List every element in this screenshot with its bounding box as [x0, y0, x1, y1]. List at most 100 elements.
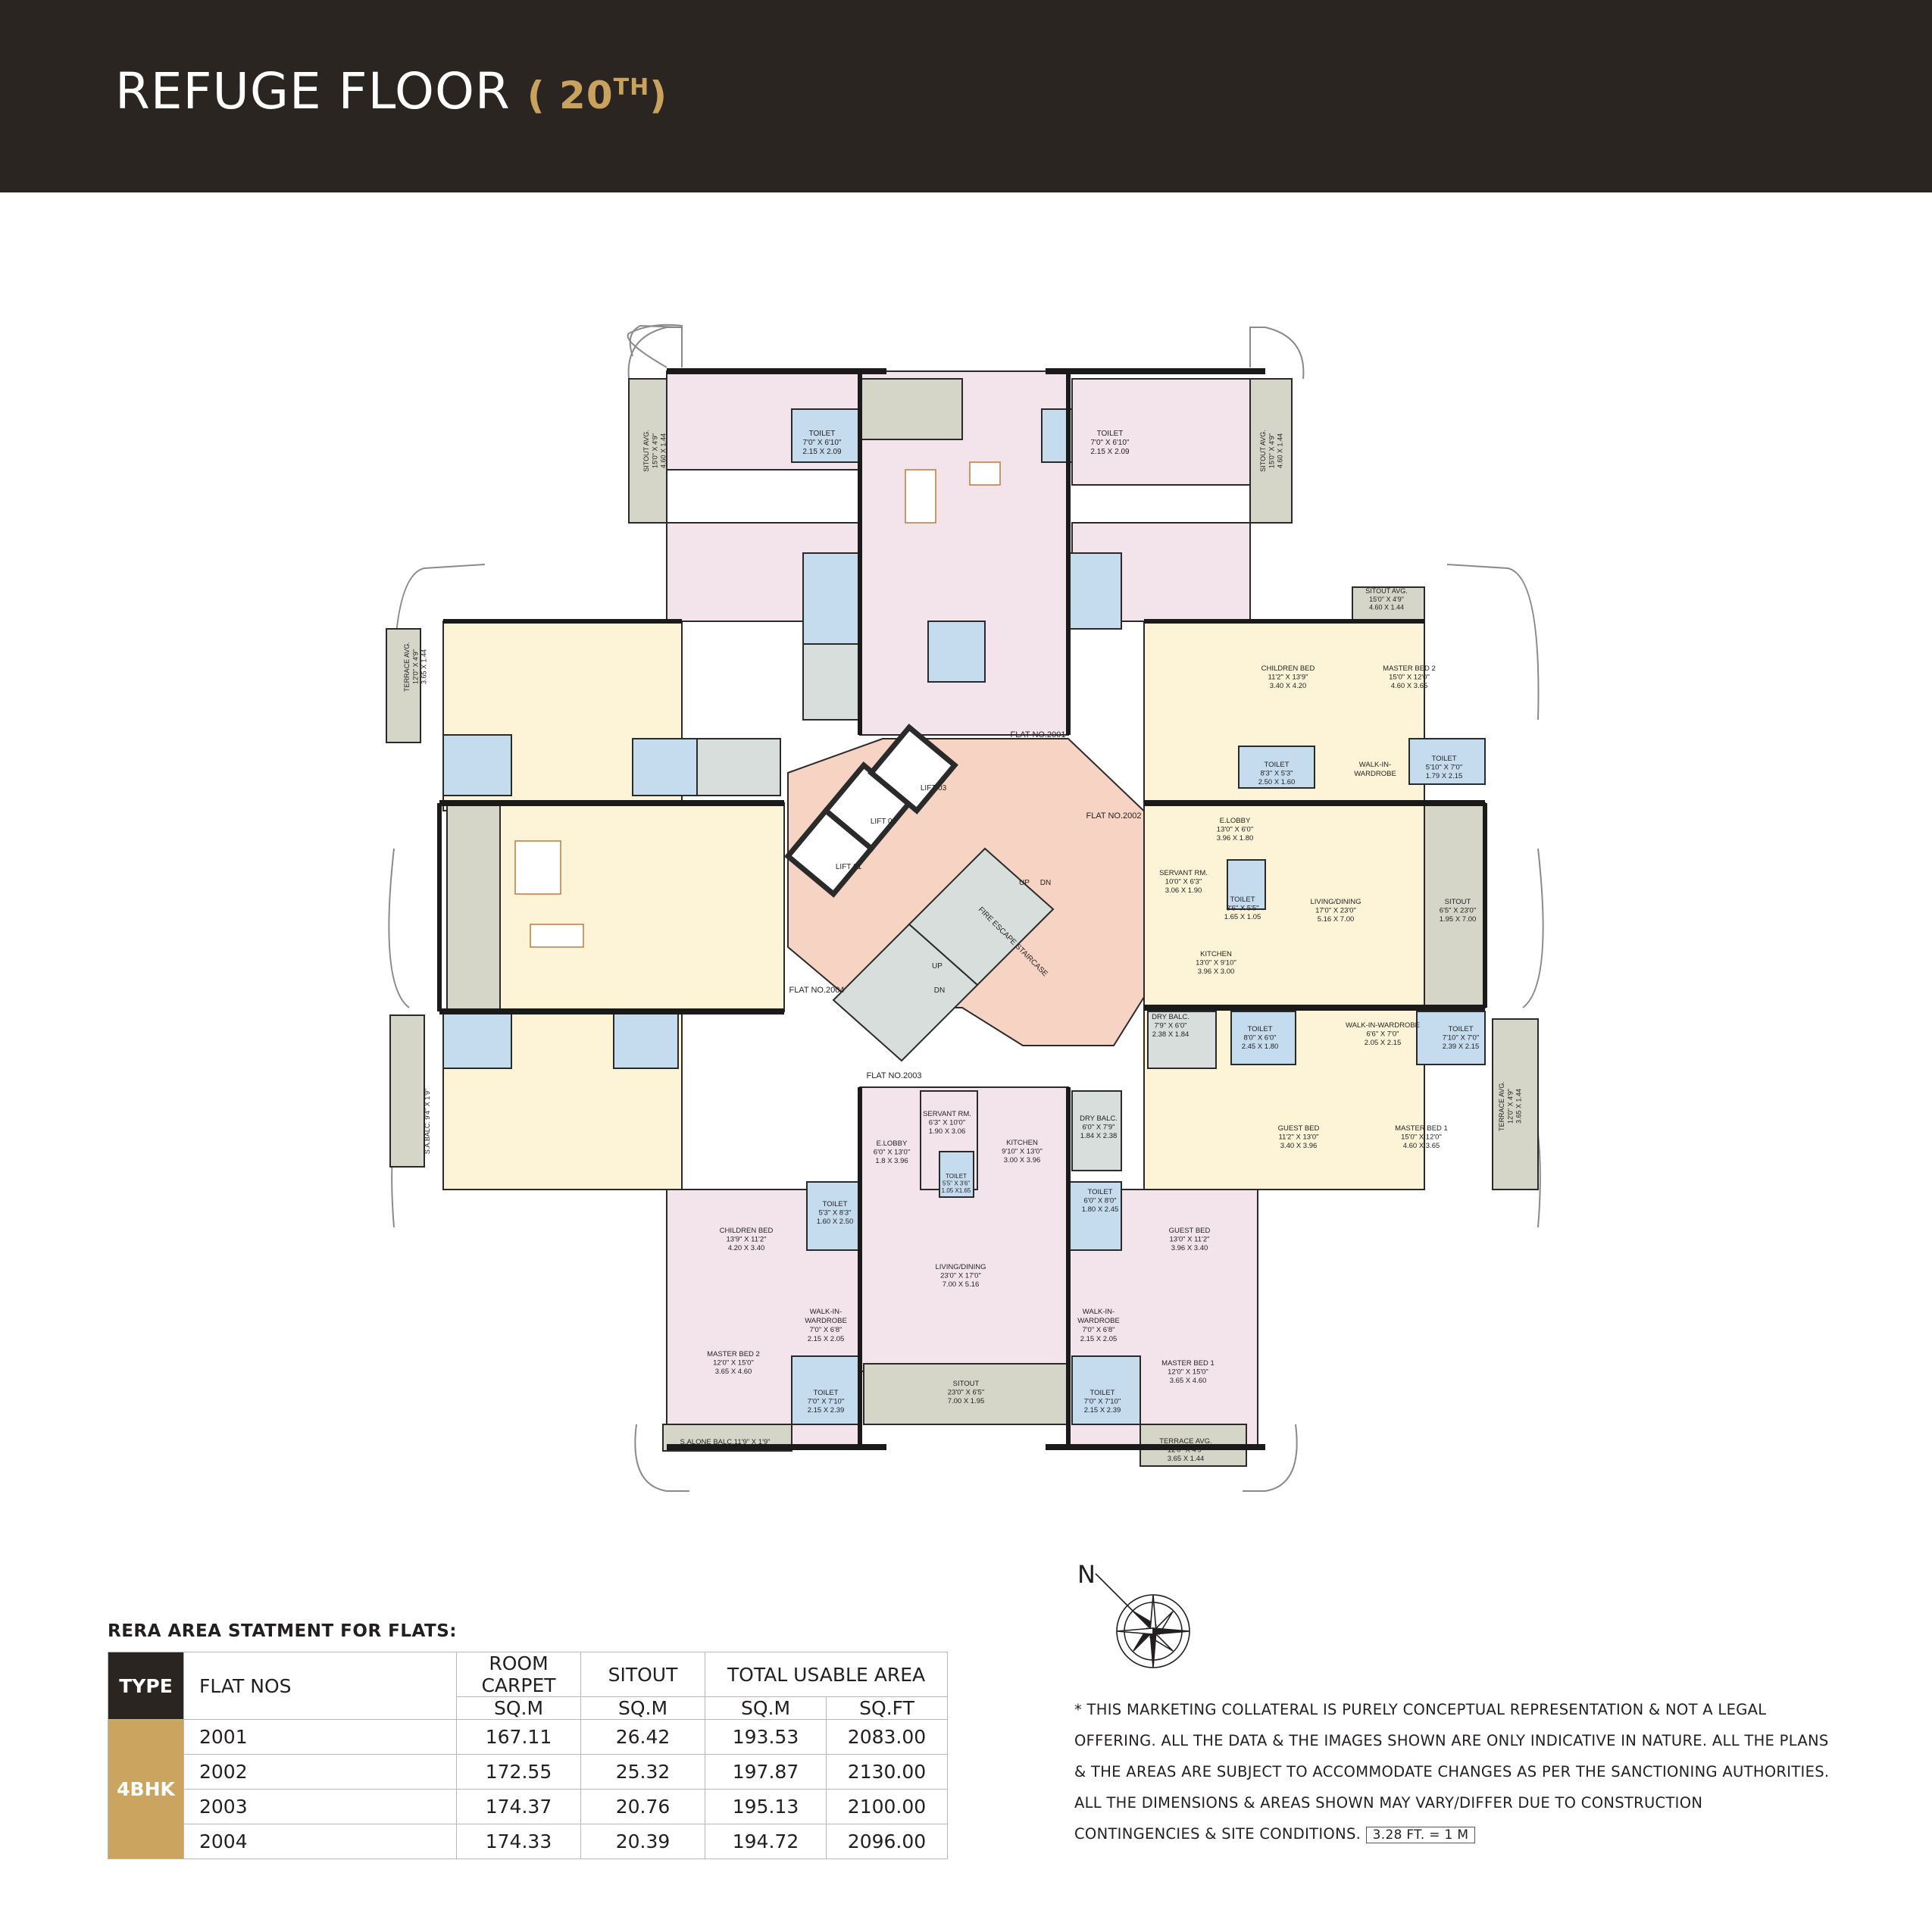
- room-2002-toilet-n-dim-ft: 7'0" X 6'10": [1091, 439, 1130, 447]
- room-2002-servant-rm-label: SERVANT RM.: [1159, 869, 1208, 877]
- total-sqm-value: 194.72: [705, 1824, 827, 1859]
- room-2003-wiw-2-m: 2.15 X 2.05: [1080, 1335, 1118, 1343]
- room-2003-toilet-servant-dim-m: 1.05 X1.65: [942, 1187, 971, 1194]
- room-2002-toilet-1-dim-m: 2.50 X 1.60: [1258, 778, 1296, 786]
- flat-2003-toilet-1: [806, 1181, 861, 1251]
- room-2003-terrace-avg-dim-ft: 12'0" X 4'9": [1168, 1446, 1204, 1454]
- room-2002-guest-bed-dim-m: 3.40 X 3.96: [1280, 1142, 1318, 1150]
- room-2003-wiw-1-b: WARDROBE: [805, 1317, 847, 1325]
- header-total-sqm: SQ.M: [705, 1696, 827, 1720]
- flat-2002-sitout-avg: [1352, 586, 1425, 622]
- room-2003-toilet-1-label: TOILET: [822, 1200, 847, 1208]
- header-sitout: SITOUT: [580, 1652, 705, 1697]
- north-label: N: [1077, 1560, 1096, 1589]
- room-2002-toilet-n-dim-m: 2.15 X 2.09: [1090, 448, 1130, 456]
- disclaimer: * THIS MARKETING COLLATERAL IS PURELY CO…: [1074, 1694, 1832, 1849]
- room-2002-toilet-1-label: TOILET: [1264, 761, 1289, 769]
- curve-er: [1522, 848, 1544, 1008]
- room-2002-toilet-2-label: TOILET: [1431, 755, 1456, 763]
- furniture-sofa-w: [530, 924, 584, 948]
- header-sitout-unit: SQ.M: [580, 1696, 705, 1720]
- stair-up-label-upper: UP: [1019, 879, 1030, 887]
- room-2003-master-bed-1-dim-m: 3.65 X 4.60: [1170, 1377, 1207, 1385]
- room-2003-s-alone-balc: S.ALONE BALC.11'9" X 1'9": [680, 1438, 771, 1446]
- room-2002-wiw-label-1: WALK-IN-: [1359, 761, 1391, 769]
- room-2002-sitout-dim-ft: 6'5" X 23'0": [1440, 906, 1476, 914]
- room-2004-terrace-avg-dim-ft: 12'0" X 4'9": [411, 649, 419, 684]
- room-2003-wiw-1-ft: 7'0" X 6'8": [809, 1326, 842, 1334]
- flat-2002-toilet-2: [1408, 738, 1486, 785]
- room-2002-master-bed-1-label: MASTER BED 1: [1395, 1124, 1448, 1133]
- room-2003-toilet-2-label: TOILET: [1087, 1188, 1112, 1196]
- room-2002-living-dining-dim-m: 5.16 X 7.00: [1318, 915, 1355, 924]
- room-2004-sa-balc: S.A.BALC. 9'4" X 1'9": [424, 1089, 431, 1154]
- table-row: 2002 172.55 25.32 197.87 2130.00: [108, 1754, 948, 1790]
- room-2002-kitchen-dim-m: 3.96 X 3.00: [1198, 968, 1235, 976]
- flat-no: 2003: [183, 1789, 457, 1824]
- room-2003-e-lobby-dim-m: 1.8 X 3.96: [875, 1157, 908, 1165]
- room-2003-e-lobby-dim-ft: 6'0" X 13'0": [874, 1148, 910, 1156]
- room-2003-master-bed-2-label: MASTER BED 2: [707, 1350, 760, 1358]
- page-title: REFUGE FLOOR ( 20TH): [115, 62, 667, 120]
- flat-2002-sitout: [1424, 802, 1486, 1008]
- room-2002-toilet-n-label: TOILET: [1097, 430, 1124, 438]
- room-2002-terrace-avg-label: TERRACE AVG.: [1498, 1081, 1505, 1131]
- header-room-carpet-unit: SQ.M: [456, 1696, 581, 1720]
- room-2003-kitchen-dim-ft: 9'10" X 13'0": [1002, 1147, 1043, 1155]
- room-2003-dry-balc-dim-ft: 6'0" X 7'9": [1082, 1123, 1114, 1131]
- room-2003-dry-balc-dim-m: 1.84 X 2.38: [1080, 1132, 1118, 1140]
- room-2002-living-dining-label: LIVING/DINING: [1310, 898, 1361, 906]
- room-2002-wiw-2-label: WALK-IN-WARDROBE: [1346, 1021, 1420, 1030]
- room-2003-kitchen-dim-m: 3.00 X 3.96: [1004, 1156, 1041, 1165]
- title-floor-sup: TH: [613, 74, 650, 101]
- flat-no: 2002: [183, 1754, 457, 1790]
- curve-sr: [1243, 1424, 1298, 1492]
- room-2002-master-bed-2-dim-m: 4.60 X 3.65: [1391, 682, 1428, 690]
- flat-2002-bed-north: [1071, 378, 1251, 486]
- flat-2001-sitout-avg: [628, 378, 667, 524]
- total-sqft-value: 2100.00: [826, 1789, 948, 1824]
- room-2002-guest-bed-dim-ft: 11'2" X 13'0": [1279, 1133, 1319, 1141]
- total-sqft-value: 2083.00: [826, 1719, 948, 1755]
- flat-2004-toilet-4: [613, 1011, 679, 1069]
- room-2002-servant-rm-dim-m: 3.06 X 1.90: [1165, 886, 1202, 895]
- room-2002-kitchen-label: KITCHEN: [1200, 950, 1232, 958]
- room-2002-sitout-avg-n-dim-m: 4.60 X 1.44: [1277, 433, 1284, 468]
- room-2003-servant-rm-label: SERVANT RM.: [923, 1110, 971, 1118]
- flat-label-2004: FLAT NO.2004: [789, 986, 845, 995]
- room-2003-wiw-2-a: WALK-IN-: [1083, 1308, 1114, 1316]
- room-carpet-value: 167.11: [456, 1719, 581, 1755]
- scale-box: 3.28 FT. = 1 M: [1365, 1827, 1476, 1843]
- furniture-sofa: [969, 461, 1001, 486]
- staircase-lower: [832, 923, 979, 1062]
- header-total-sqft: SQ.FT: [826, 1696, 948, 1720]
- north-compass-icon: N: [1077, 1560, 1190, 1668]
- room-2001-toilet-label: TOILET: [809, 430, 836, 438]
- flat-2003-toilet-servant: [939, 1151, 974, 1198]
- room-2002-toilet-4-label: TOILET: [1448, 1025, 1473, 1033]
- lift-03-label: LIFT 03: [921, 784, 947, 792]
- flat-2004-utility: [696, 738, 781, 796]
- room-2002-toilet-3-dim-m: 2.45 X 1.80: [1242, 1043, 1279, 1051]
- room-2002-e-lobby-label: E.LOBBY: [1220, 817, 1251, 825]
- room-2002-toilet-3-dim-ft: 8'0" X 6'0": [1243, 1033, 1276, 1042]
- room-2002-living-dining-dim-ft: 17'0" X 23'0": [1315, 906, 1356, 914]
- curve-n-left-2: [629, 324, 683, 357]
- room-2003-living-dining-dim-ft: 23'0" X 17'0": [940, 1271, 981, 1280]
- lift-01-label: LIFT 01: [836, 863, 862, 871]
- room-2002-toilet-servant-dim-ft: 3'6" X 5'5": [1226, 904, 1258, 912]
- room-carpet-value: 174.33: [456, 1824, 581, 1859]
- flat-2004-toilet-2: [632, 738, 698, 796]
- room-2002-toilet-servant-dim-m: 1.65 X 1.05: [1224, 913, 1261, 921]
- room-2003-sitout-dim-ft: 23'0" X 6'5": [948, 1388, 984, 1396]
- flat-2004-living: [499, 802, 785, 1012]
- flat-2004-terrace-avg: [386, 628, 421, 743]
- room-2003-toilet-2-dim-m: 1.80 X 2.45: [1082, 1205, 1119, 1214]
- header-total-usable-area: TOTAL USABLE AREA: [705, 1652, 948, 1697]
- room-2003-toilet-1-dim-m: 1.60 X 2.50: [817, 1218, 854, 1226]
- title-floor-number: ( 20TH): [527, 73, 667, 117]
- room-2002-toilet-2-dim-m: 1.79 X 2.15: [1426, 772, 1463, 780]
- room-2003-children-bed-dim-ft: 13'9" X 11'2": [727, 1235, 767, 1243]
- curve-er-top: [1446, 564, 1540, 721]
- room-2003-toilet-2-dim-ft: 6'0" X 8'0": [1083, 1196, 1116, 1205]
